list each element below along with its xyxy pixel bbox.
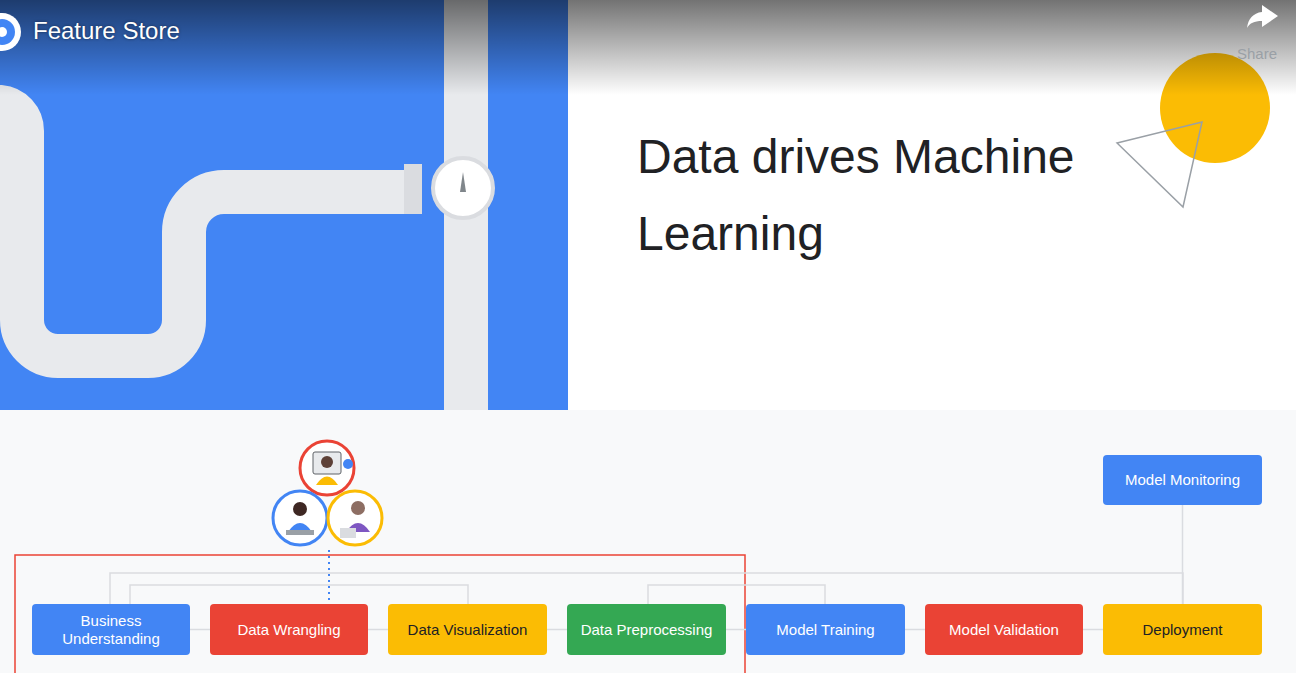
flow-connector <box>190 629 210 631</box>
process-box: Data Visualization <box>388 604 547 655</box>
box-label: Data Visualization <box>408 621 528 639</box>
dotted-leader <box>328 550 330 600</box>
slide-title: Data drives Machine Learning <box>637 118 1087 272</box>
channel-icon <box>0 13 21 51</box>
video-title: Feature Store <box>33 17 180 45</box>
process-box: Business Understanding <box>32 604 190 655</box>
box-label: Data Wrangling <box>237 621 340 639</box>
share-label: Share <box>1237 45 1277 62</box>
process-box: Deployment <box>1103 604 1262 655</box>
box-label: Model Training <box>776 621 874 639</box>
box-label: Data Preprocessing <box>581 621 713 639</box>
team-avatars <box>273 441 382 545</box>
process-box: Model Training <box>746 604 905 655</box>
process-box: Model Monitoring <box>1103 455 1262 505</box>
flow-ground <box>0 410 1296 673</box>
deco-triangle <box>1117 122 1202 207</box>
process-box: Data Wrangling <box>210 604 368 655</box>
flow-connector <box>368 629 388 631</box>
flow-connector <box>648 585 825 604</box>
process-box: Data Preprocessing <box>567 604 726 655</box>
player-shade <box>0 0 1296 95</box>
flow-connector <box>1083 629 1103 631</box>
flow-connector <box>547 629 567 631</box>
process-box: Model Validation <box>925 604 1083 655</box>
flow-connector <box>905 629 925 631</box>
flow-connector <box>726 629 746 631</box>
flow-connector <box>110 573 1183 604</box>
flow-connector <box>130 585 468 604</box>
box-label: Model Validation <box>949 621 1059 639</box>
box-label: Business Understanding <box>40 612 182 648</box>
box-label: Model Monitoring <box>1125 471 1240 489</box>
box-label: Deployment <box>1142 621 1222 639</box>
share-icon <box>1247 5 1278 28</box>
